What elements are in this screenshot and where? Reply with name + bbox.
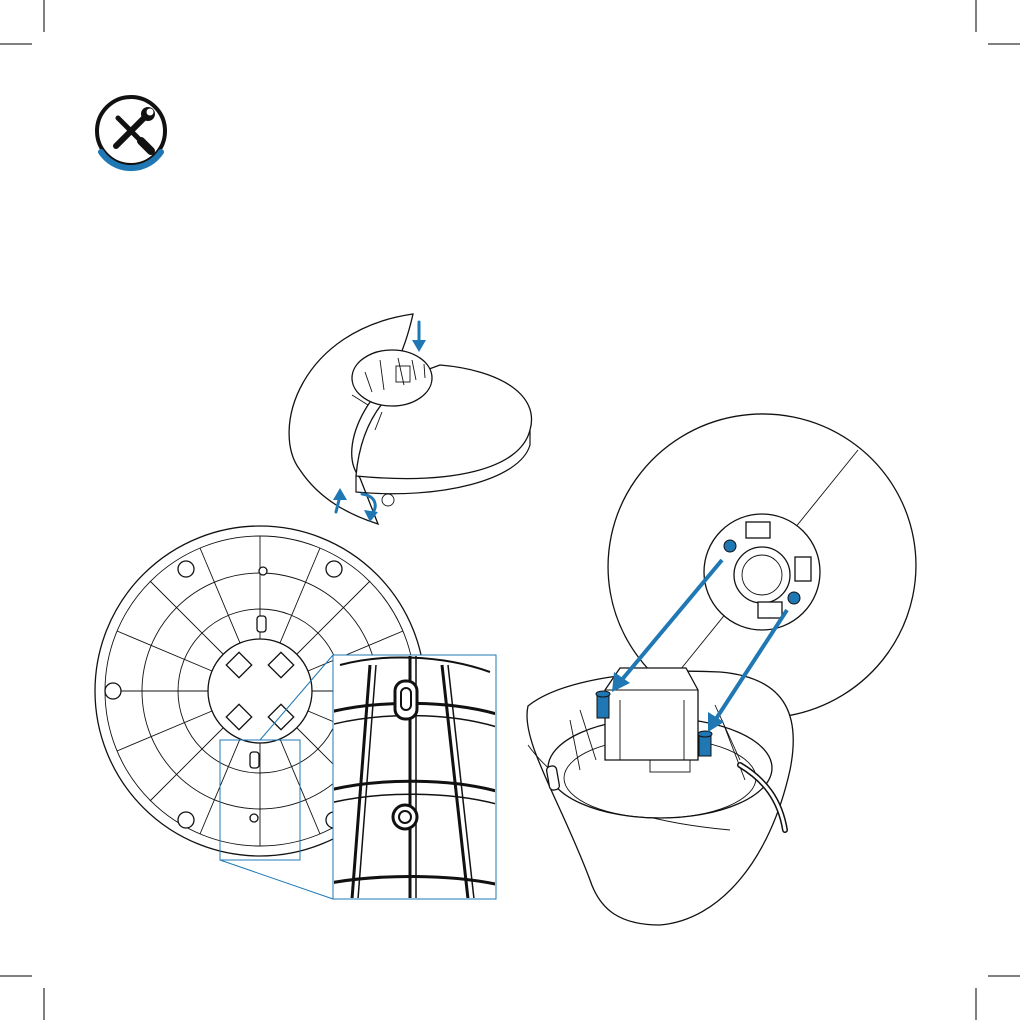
tools-icon (97, 97, 165, 168)
stand-top-view-panel (289, 314, 531, 524)
detail-zoom-panel (330, 655, 500, 899)
base-mounting-panel (527, 390, 940, 925)
